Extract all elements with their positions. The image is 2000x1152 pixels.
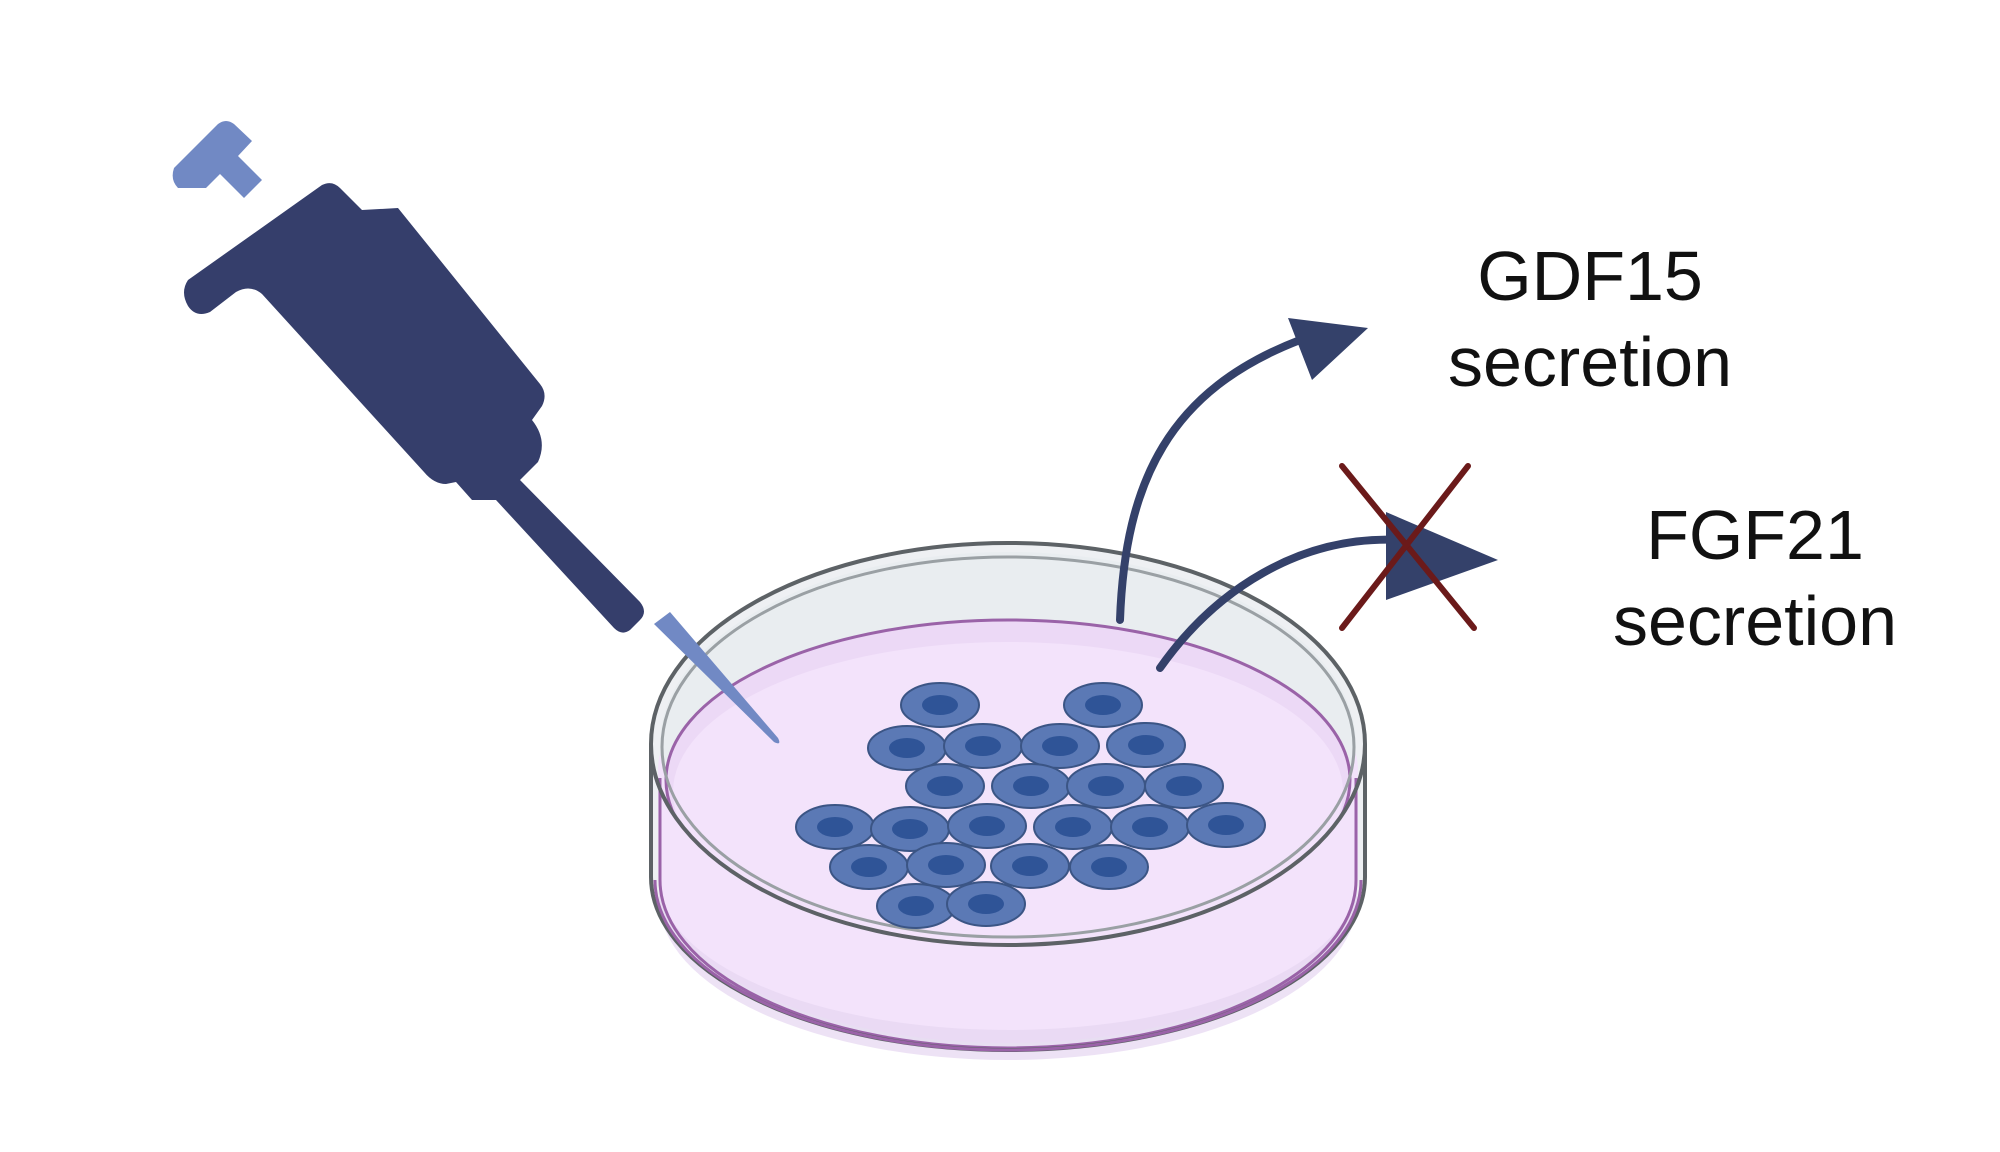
cell-nucleus bbox=[1132, 817, 1168, 837]
cell-icon bbox=[1063, 682, 1143, 728]
medium-edge-lower bbox=[658, 778, 1358, 1050]
cell-nucleus bbox=[1055, 817, 1091, 837]
fgf21-action: secretion bbox=[1612, 582, 1898, 660]
cell-icon bbox=[1066, 763, 1146, 809]
gdf15-action: secretion bbox=[1447, 323, 1733, 401]
cell-nucleus bbox=[968, 894, 1004, 914]
fgf21-name: FGF21 bbox=[1646, 496, 1864, 574]
gdf15-secretion-label: GDF15 secretion bbox=[1390, 233, 1790, 405]
cell-icon bbox=[991, 763, 1071, 809]
cell-icon bbox=[1069, 844, 1149, 890]
cell-icon bbox=[905, 763, 985, 809]
cell-nucleus bbox=[928, 855, 964, 875]
cell-cluster bbox=[795, 682, 1266, 929]
cell-icon bbox=[1144, 763, 1224, 809]
cell-icon bbox=[1033, 804, 1113, 850]
cell-icon bbox=[795, 804, 875, 850]
cell-icon bbox=[870, 806, 950, 852]
cell-icon bbox=[829, 844, 909, 890]
cell-nucleus bbox=[889, 738, 925, 758]
cell-icon bbox=[1186, 802, 1266, 848]
cell-nucleus bbox=[1085, 695, 1121, 715]
cell-nucleus bbox=[1012, 856, 1048, 876]
cell-nucleus bbox=[969, 816, 1005, 836]
cell-icon bbox=[906, 842, 986, 888]
cell-icon bbox=[1110, 804, 1190, 850]
gdf15-name: GDF15 bbox=[1477, 237, 1703, 315]
cell-nucleus bbox=[1088, 776, 1124, 796]
pipette-plunger bbox=[172, 121, 262, 198]
pipette-icon bbox=[172, 121, 780, 744]
pipette-body bbox=[184, 183, 644, 633]
cell-icon bbox=[1106, 722, 1186, 768]
cell-nucleus bbox=[1208, 815, 1244, 835]
cell-nucleus bbox=[892, 819, 928, 839]
cell-icon bbox=[1020, 723, 1100, 769]
dish-rim-inner bbox=[660, 555, 1356, 939]
cell-nucleus bbox=[1128, 735, 1164, 755]
cell-icon bbox=[900, 682, 980, 728]
cell-icon bbox=[943, 723, 1023, 769]
cell-nucleus bbox=[898, 896, 934, 916]
dish-bottom-band bbox=[659, 880, 1357, 1060]
cell-nucleus bbox=[922, 695, 958, 715]
cell-icon bbox=[990, 843, 1070, 889]
cell-nucleus bbox=[927, 776, 963, 796]
gdf15-secretion-arrow bbox=[1116, 318, 1368, 624]
cell-icon bbox=[867, 725, 947, 771]
dish-bottom-medium-ring bbox=[653, 879, 1363, 1052]
cell-icon bbox=[946, 881, 1026, 927]
cell-icon bbox=[876, 883, 956, 929]
pipette-tip bbox=[654, 612, 780, 744]
cell-nucleus bbox=[1013, 776, 1049, 796]
cell-nucleus bbox=[817, 817, 853, 837]
cross-mark-icon bbox=[1339, 463, 1477, 631]
fgf21-secretion-label: FGF21 secretion bbox=[1555, 492, 1955, 664]
cell-icon bbox=[947, 803, 1027, 849]
cell-nucleus bbox=[1091, 857, 1127, 877]
cell-nucleus bbox=[965, 736, 1001, 756]
cell-nucleus bbox=[1166, 776, 1202, 796]
cell-nucleus bbox=[1042, 736, 1078, 756]
cell-nucleus bbox=[851, 857, 887, 877]
